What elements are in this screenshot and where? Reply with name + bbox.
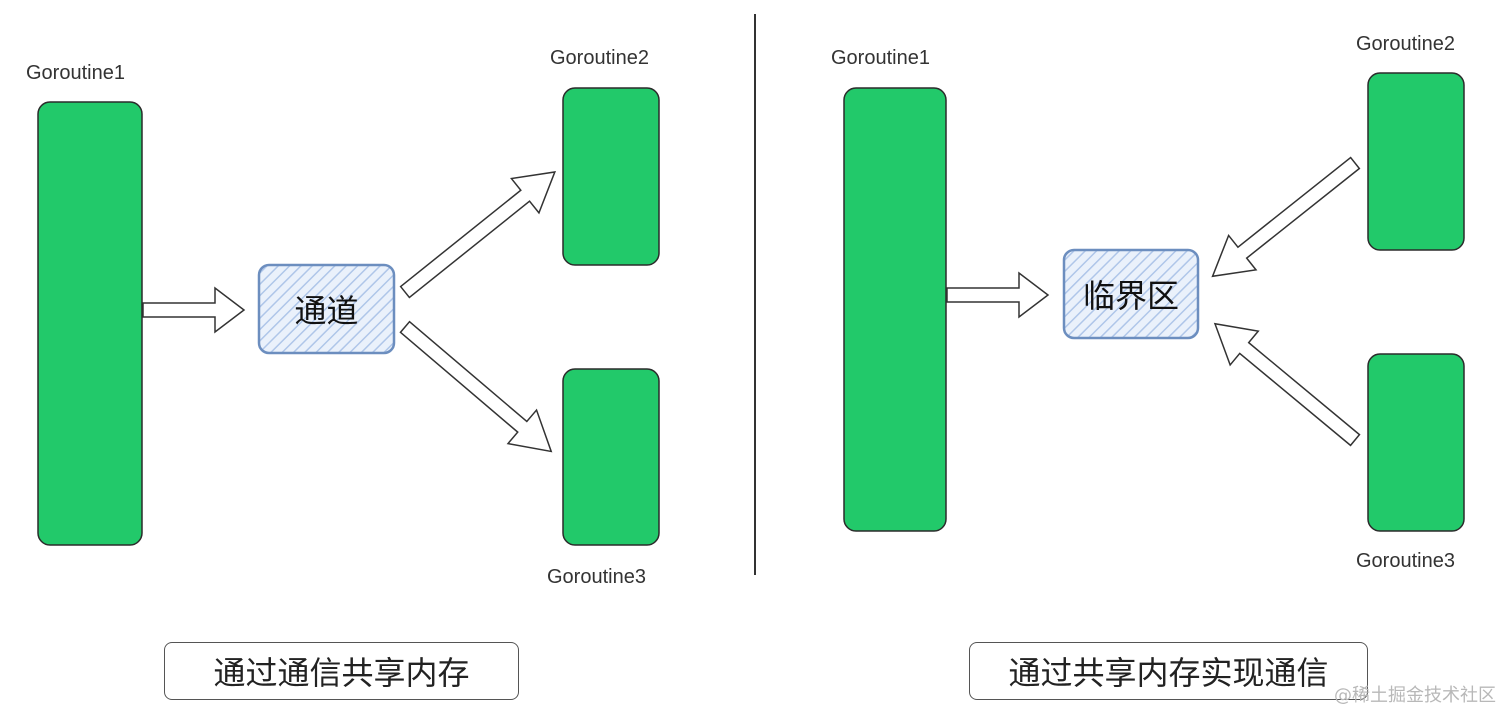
left-arrow-to-goroutine2 — [399, 171, 557, 299]
left-goroutine1-block — [37, 101, 143, 546]
left-goroutine3-block — [562, 368, 660, 546]
right-goroutine3-label: Goroutine3 — [1356, 550, 1455, 572]
right-critical-section-label: 临界区 — [1082, 277, 1179, 315]
right-goroutine2-label: Goroutine2 — [1356, 33, 1455, 55]
left-arrow-to-goroutine3 — [399, 320, 553, 453]
right-goroutine3-block — [1367, 353, 1465, 532]
left-goroutine2-label: Goroutine2 — [550, 47, 649, 69]
left-goroutine1-label: Goroutine1 — [26, 62, 125, 84]
left-goroutine3-label: Goroutine3 — [547, 566, 646, 588]
watermark: @稀土掘金技术社区 — [1334, 685, 1496, 706]
right-arrow-from-goroutine3 — [1213, 322, 1361, 447]
right-goroutine1-label: Goroutine1 — [831, 47, 930, 69]
right-caption: 通过共享内存实现通信 — [969, 642, 1368, 700]
right-arrow-from-goroutine2 — [1211, 156, 1361, 278]
right-critical-section-node — [1062, 248, 1200, 340]
right-goroutine1-block — [843, 87, 947, 532]
left-caption: 通过通信共享内存 — [164, 642, 519, 700]
left-channel-node — [257, 263, 396, 355]
left-goroutine2-block — [562, 87, 660, 266]
left-channel-label: 通道 — [294, 292, 359, 330]
left-arrow-to-channel — [142, 286, 246, 334]
right-arrow-to-critical-section — [946, 271, 1050, 319]
right-goroutine2-block — [1367, 72, 1465, 251]
